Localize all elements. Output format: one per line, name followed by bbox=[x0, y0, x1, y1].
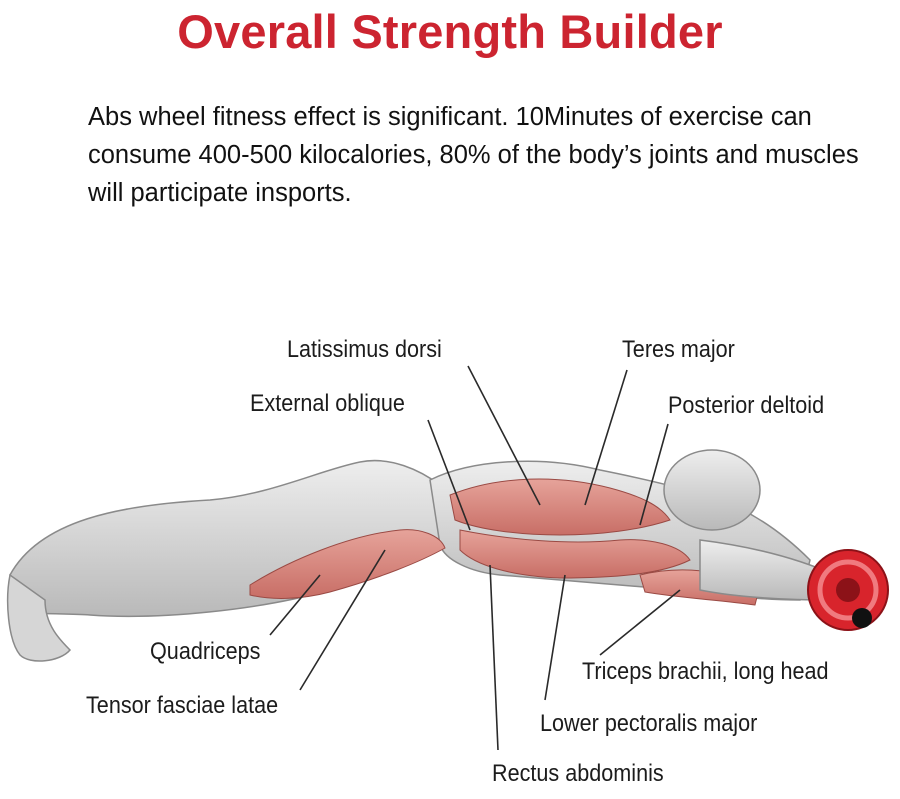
label-latissimus-dorsi: Latissimus dorsi bbox=[287, 336, 442, 363]
description-text: Abs wheel fitness effect is significant.… bbox=[88, 103, 859, 207]
label-external-oblique: External oblique bbox=[250, 390, 405, 417]
label-lower-pectoralis-major: Lower pectoralis major bbox=[540, 710, 758, 737]
back-muscles-highlight bbox=[449, 478, 671, 536]
label-tensor-fasciae-latae: Tensor fasciae latae bbox=[86, 692, 279, 719]
ab-wheel-icon bbox=[807, 549, 889, 631]
leader-lines bbox=[269, 365, 681, 751]
page-title: Overall Strength Builder bbox=[177, 5, 723, 58]
label-triceps-long-head: Triceps brachii, long head bbox=[582, 658, 829, 685]
label-rectus-abdominis: Rectus abdominis bbox=[492, 760, 664, 787]
foot-shape bbox=[6, 573, 72, 662]
abdominal-muscles-highlight bbox=[459, 529, 691, 579]
head-shape bbox=[663, 449, 761, 531]
label-teres-major: Teres major bbox=[622, 336, 735, 363]
label-posterior-deltoid: Posterior deltoid bbox=[668, 392, 825, 419]
label-quadriceps: Quadriceps bbox=[150, 638, 261, 665]
